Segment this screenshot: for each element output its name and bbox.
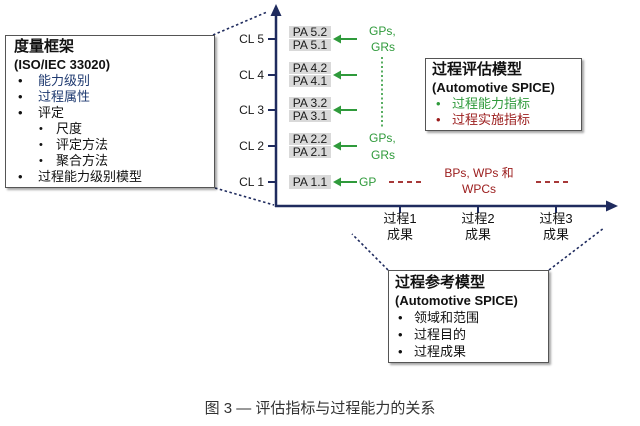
measurement-framework-box: 度量框架 (ISO/IEC 33020) 能力级别 过程属性 评定 尺度 评定方… — [5, 35, 215, 188]
indicator-arrow-cl4 — [333, 70, 357, 80]
reference-item-process-purpose: 过程目的 — [389, 326, 548, 343]
indicator-arrow-cl2 — [333, 141, 357, 151]
process-attribute-box: PA 5.1 — [289, 39, 331, 51]
process-attribute-box: PA 5.2 — [289, 26, 331, 38]
x-axis-arrowhead — [606, 200, 618, 212]
reference-model-box: 过程参考模型 (Automotive SPICE) 领域和范围 过程目的 过程成… — [388, 270, 549, 363]
generic-indicator-label-upper-gps: GPs, — [369, 24, 396, 38]
framework-item-capability-levels: 能力级别 — [6, 73, 214, 89]
capability-level-label: CL 5 — [239, 32, 264, 46]
generic-indicator-label-lower-gps: GPs, — [369, 131, 396, 145]
framework-subitem-rating-method: 评定方法 — [6, 137, 214, 153]
y-axis-arrowhead — [270, 4, 282, 16]
process-attribute-box: PA 4.1 — [289, 75, 331, 87]
reference-item-process-outcomes: 过程成果 — [389, 343, 548, 360]
performance-indicator-label-line1: BPs, WPs 和 — [444, 166, 514, 180]
generic-practice-label: GP — [359, 175, 377, 189]
performance-indicator-label-line2: WPCs — [462, 182, 496, 196]
process-outcome-label: 成果 — [386, 227, 413, 242]
assessment-model-title: 过程评估模型 — [432, 61, 523, 78]
reference-model-title: 过程参考模型 — [395, 274, 486, 291]
assessment-item-capability-indicators: 过程能力指标 — [426, 96, 581, 112]
process-outcome-process-label: 过程2 — [461, 211, 495, 226]
capability-level-label: CL 2 — [239, 139, 264, 153]
generic-indicator-label-lower-grs: GRs — [371, 148, 395, 162]
assessment-item-performance-indicators: 过程实施指标 — [426, 112, 581, 128]
framework-connector-bottom — [214, 187, 275, 206]
reference-connector-right — [548, 227, 605, 271]
assessment-model-subtitle: (Automotive SPICE) — [432, 80, 555, 95]
framework-item-capability-level-model: 过程能力级别模型 — [6, 169, 214, 185]
assessment-model-box: 过程评估模型 (Automotive SPICE) 过程能力指标 过程实施指标 — [425, 58, 582, 131]
indicator-arrow-cl1 — [333, 177, 357, 187]
framework-subitem-scale: 尺度 — [6, 121, 214, 137]
figure-caption: 图 3 — 评估指标与过程能力的关系 — [204, 400, 436, 417]
process-attribute-box: PA 1.1 — [289, 175, 331, 189]
reference-connector-left — [351, 233, 389, 271]
process-attribute-box: PA 2.2 — [289, 133, 331, 145]
generic-indicator-label-upper-grs: GRs — [371, 40, 395, 54]
process-outcome-label: 成果 — [542, 227, 569, 242]
framework-subitem-aggregation-method: 聚合方法 — [6, 153, 214, 169]
measurement-framework-standard: (ISO/IEC 33020) — [14, 57, 111, 72]
process-attribute-box: PA 3.2 — [289, 97, 331, 109]
capability-level-label: CL 3 — [239, 103, 264, 117]
process-attribute-box: PA 4.2 — [289, 62, 331, 74]
capability-level-label: CL 1 — [239, 175, 264, 189]
process-outcome-label: 成果 — [464, 227, 491, 242]
process-attribute-box: PA 3.1 — [289, 110, 331, 122]
reference-model-subtitle: (Automotive SPICE) — [395, 293, 518, 308]
measurement-framework-title: 度量框架 — [14, 38, 75, 55]
indicator-arrow-cl5 — [333, 34, 357, 44]
reference-item-domain-scope: 领域和范围 — [389, 309, 548, 326]
framework-item-process-attributes: 过程属性 — [6, 89, 214, 105]
indicator-arrow-cl3 — [333, 105, 357, 115]
capability-level-label: CL 4 — [239, 68, 264, 82]
framework-item-rating: 评定 — [6, 105, 214, 121]
process-outcome-process-label: 过程1 — [383, 211, 417, 226]
process-attribute-box: PA 2.1 — [289, 146, 331, 158]
process-outcome-process-label: 过程3 — [539, 211, 573, 226]
